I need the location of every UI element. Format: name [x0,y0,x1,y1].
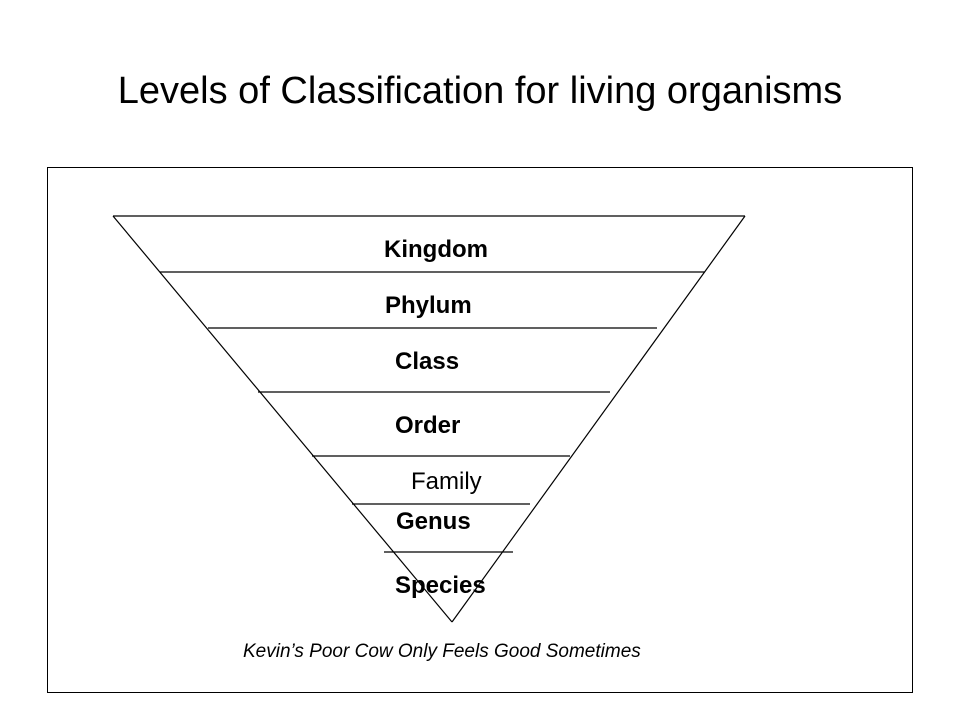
level-species: Species [395,572,486,599]
level-genus: Genus [396,508,471,535]
mnemonic-text: Kevin’s Poor Cow Only Feels Good Sometim… [243,641,641,662]
level-order: Order [395,412,461,439]
level-class: Class [395,348,460,375]
level-family: Family [411,468,482,495]
level-kingdom: Kingdom [384,236,488,263]
diagram-frame [47,167,913,693]
pyramid-left-edge [112,215,453,623]
level-phylum: Phylum [385,292,472,319]
slide-title: Levels of Classification for living orga… [117,70,843,112]
pyramid-right-edge [451,215,746,623]
